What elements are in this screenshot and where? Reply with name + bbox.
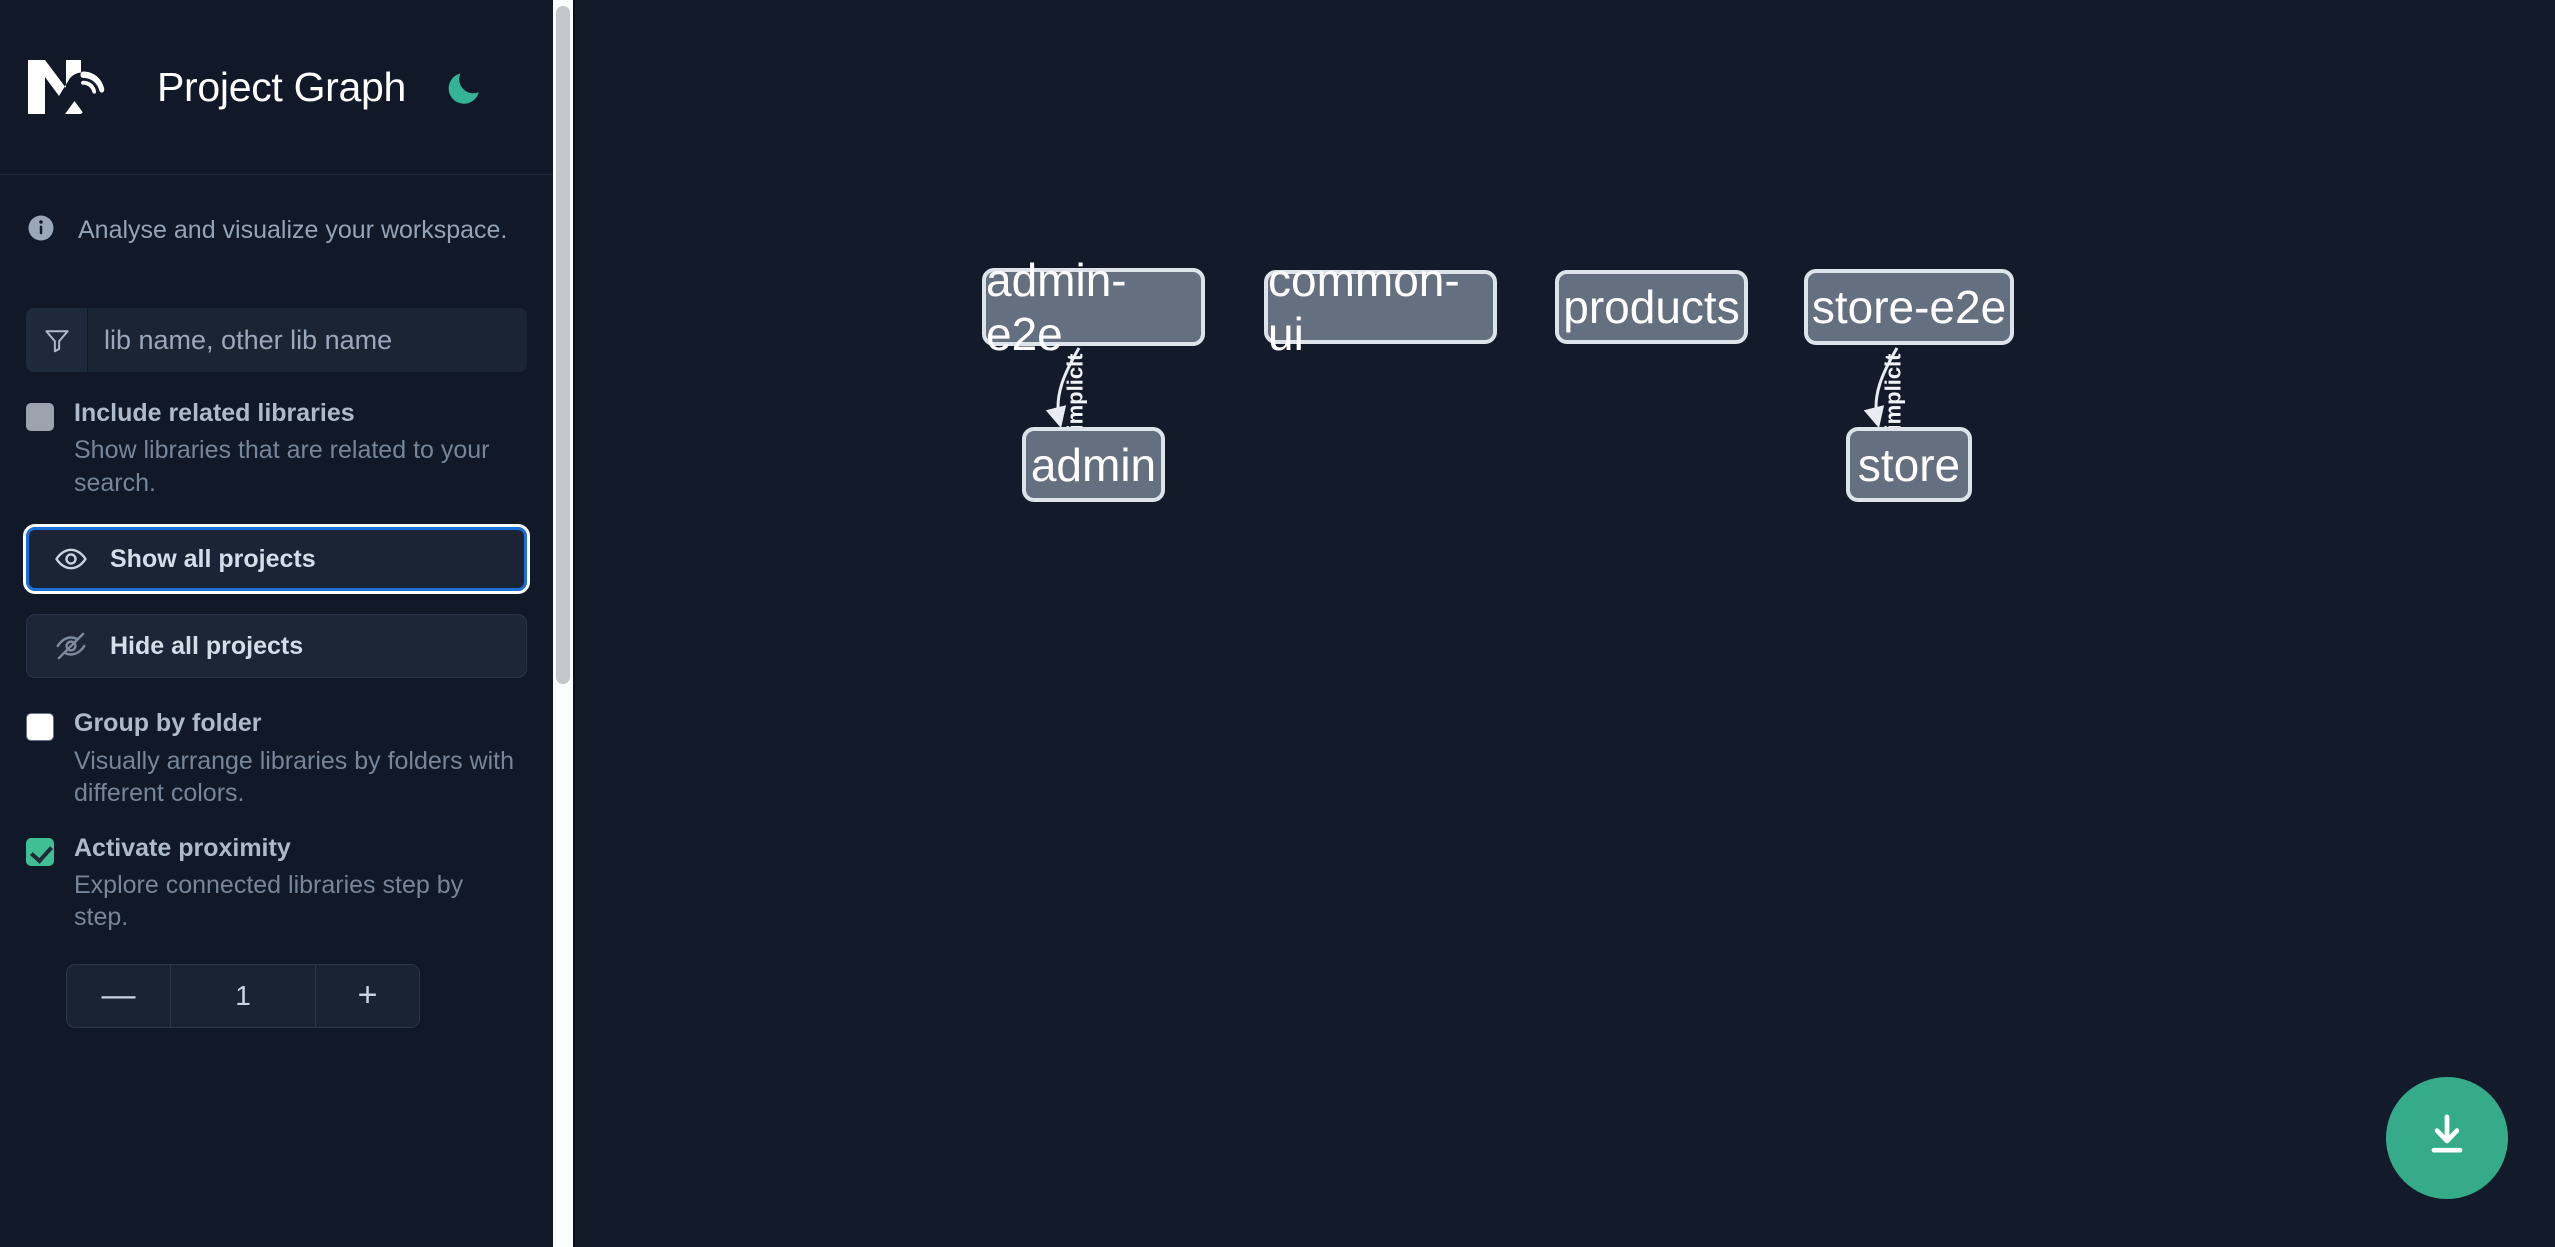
option-description: Show libraries that are related to your … <box>74 436 490 497</box>
edge-admin-e2e-to-admin <box>1045 347 1081 429</box>
option-label: Activate proximity <box>74 833 291 862</box>
proximity-value: 1 <box>170 964 316 1027</box>
sidebar-scrollbar[interactable] <box>553 0 573 1247</box>
option-include-related-libraries[interactable]: Include related libraries Show libraries… <box>26 398 527 499</box>
option-label: Include related libraries <box>74 399 355 427</box>
sidebar-scrollbar-thumb[interactable] <box>556 6 570 684</box>
eye-off-icon <box>54 629 88 663</box>
filter-funnel-icon <box>26 308 88 372</box>
graph-node-store-e2e[interactable]: store-e2e <box>1804 269 2014 345</box>
download-icon <box>2420 1109 2474 1168</box>
sidebar-body: Include related libraries Show libraries… <box>0 308 553 1028</box>
workspace-note: Analyse and visualize your workspace. <box>0 175 553 285</box>
show-all-projects-button[interactable]: Show all projects <box>23 524 530 595</box>
hide-all-projects-label: Hide all projects <box>110 631 304 660</box>
search-input[interactable] <box>88 308 527 372</box>
proximity-stepper[interactable]: — 1 + <box>66 963 420 1028</box>
download-graph-button[interactable] <box>2386 1077 2508 1199</box>
moon-icon[interactable] <box>442 64 488 110</box>
info-circle-icon <box>26 213 56 248</box>
proximity-decrement-button[interactable]: — <box>67 964 170 1027</box>
option-group-by-folder[interactable]: Group by folder Visually arrange librari… <box>26 708 527 809</box>
graph-node-store[interactable]: store <box>1846 427 1972 502</box>
graph-node-products[interactable]: products <box>1555 270 1748 344</box>
checkbox-group-by-folder[interactable] <box>26 713 54 742</box>
show-all-projects-label: Show all projects <box>110 544 316 573</box>
edge-store-e2e-to-store <box>1863 347 1899 429</box>
checkbox-include-related-libraries[interactable] <box>26 403 54 431</box>
workspace-note-text: Analyse and visualize your workspace. <box>78 215 508 244</box>
sidebar-divider <box>573 0 575 1247</box>
edge-label-implicit-store: implicit <box>1880 353 1906 431</box>
graph-node-admin-e2e[interactable]: admin-e2e <box>982 254 1205 360</box>
option-description: Explore connected libraries step by step… <box>74 870 464 932</box>
nx-logo-icon <box>26 56 124 118</box>
checkbox-activate-proximity[interactable] <box>26 837 54 866</box>
edge-label-implicit-admin: implicit <box>1062 353 1088 431</box>
option-activate-proximity[interactable]: Activate proximity Explore connected lib… <box>26 833 527 934</box>
page-title: Project Graph <box>157 63 407 110</box>
search-bar[interactable] <box>26 308 527 372</box>
hide-all-projects-button[interactable]: Hide all projects <box>26 614 527 679</box>
graph-node-admin[interactable]: admin <box>1022 427 1165 502</box>
proximity-increment-button[interactable]: + <box>316 964 419 1027</box>
sidebar: Project Graph Analyse and visualize your… <box>0 0 553 1247</box>
sidebar-header: Project Graph <box>0 0 553 175</box>
graph-canvas[interactable]: implicit implicit admin-e2e common-ui pr… <box>575 0 2555 1247</box>
option-description: Visually arrange libraries by folders wi… <box>74 746 515 808</box>
option-label: Group by folder <box>74 709 262 738</box>
eye-icon <box>54 542 88 576</box>
graph-node-common-ui[interactable]: common-ui <box>1264 254 1497 360</box>
